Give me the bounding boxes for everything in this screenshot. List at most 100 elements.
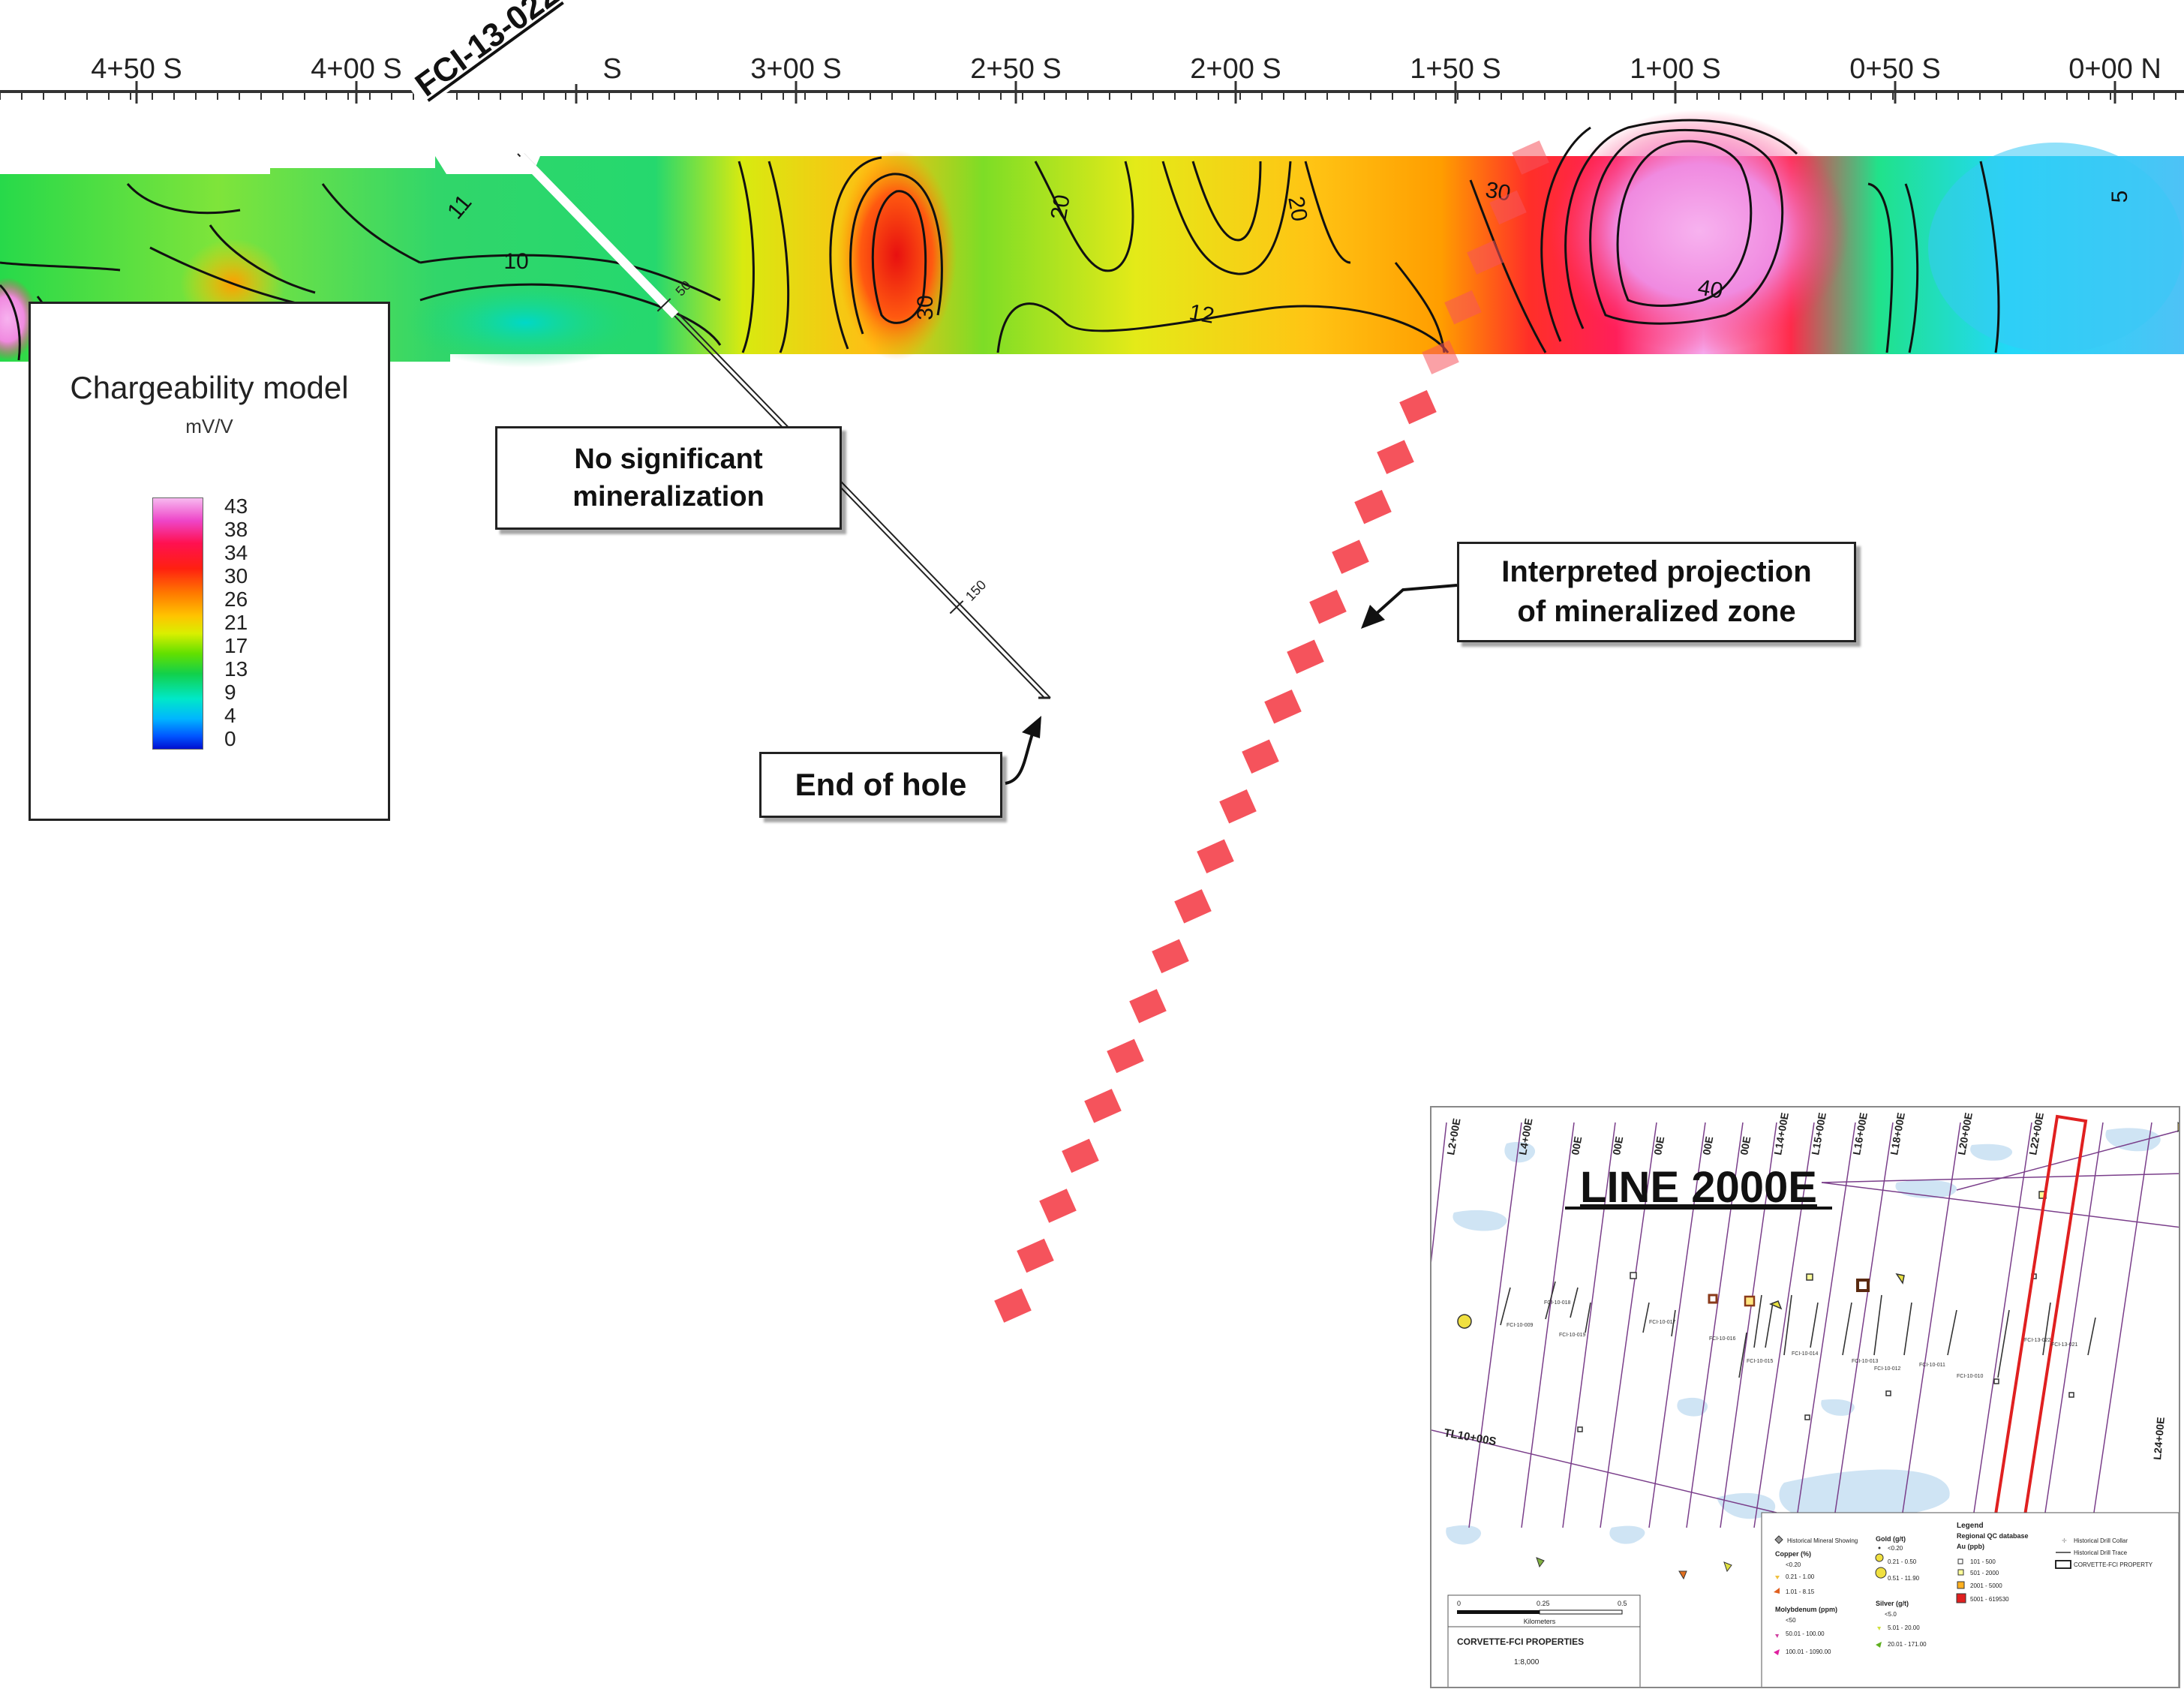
inset-hole-label: FCI-10-016 <box>1709 1336 1736 1342</box>
legend-copper-0: <0.20 <box>1786 1561 1801 1568</box>
station-axis: 4+50 S4+00 S3+50 S3+00 S2+50 S2+00 S1+50… <box>0 45 2184 104</box>
projection-dash <box>1287 639 1324 674</box>
station-label: 4+50 S <box>91 53 182 85</box>
depth-tick <box>656 298 671 312</box>
legend-gold-title: Gold (g/t) <box>1876 1535 1906 1543</box>
inset-hole-label: FCI-10-018 <box>1544 1300 1571 1306</box>
legend-drill-trace: Historical Drill Trace <box>2074 1549 2128 1556</box>
legend-copper-2: 1.01 - 8.15 <box>1786 1588 1815 1595</box>
inset-drill-traces <box>1500 1281 2096 1378</box>
legend-silver-1: 5.01 - 20.00 <box>1888 1624 1920 1631</box>
colorbar-tick-label: 13 <box>224 657 248 681</box>
contour-label: 20 <box>1283 194 1311 224</box>
interpreted-line-1: Interpreted projection <box>1501 555 1812 589</box>
inset-hole-label: FCI-10-017 <box>1649 1320 1676 1325</box>
projection-dash <box>1107 1038 1144 1074</box>
end-of-hole-callout: End of hole <box>759 752 1002 818</box>
inset-hole-label: FCI-10-013 <box>1852 1359 1879 1364</box>
station-label: 1+00 S <box>1630 53 1721 85</box>
legend-gold-0: <0.20 <box>1888 1545 1903 1552</box>
legend-molybdenum-1: 50.01 - 100.00 <box>1786 1630 1825 1637</box>
projection-dash <box>1197 839 1234 874</box>
inset-scale-box: 0 0.25 0.5 Kilometers CORVETTE-FCI PROPE… <box>1447 1594 1641 1687</box>
station-label: 3+00 S <box>750 53 842 85</box>
inset-hole-label: FCI-10-012 <box>1874 1366 1901 1372</box>
legend-au-2: 2001 - 5000 <box>1970 1582 2002 1589</box>
contour-label: 12 <box>1187 299 1216 328</box>
station-label: 1+50 S <box>1410 53 1501 85</box>
inset-line-label: 00E <box>1569 1135 1584 1156</box>
projection-dash <box>1422 340 1459 374</box>
station-label: 2+50 S <box>970 53 1062 85</box>
legend-qc-title: Regional QC database <box>1957 1532 2029 1540</box>
end-of-hole-text: End of hole <box>795 767 967 803</box>
inset-legend-title: Legend <box>1957 1522 1984 1530</box>
colorbar-tick-label: 38 <box>224 518 248 541</box>
projection-dash <box>1399 389 1437 425</box>
legend-au-3: 5001 - 619530 <box>1970 1596 2009 1603</box>
legend-molybdenum-title: Molybdenum (ppm) <box>1775 1606 1837 1613</box>
projection-dash <box>1309 589 1347 624</box>
interpreted-arrow <box>1373 584 1458 617</box>
projection-dash <box>1219 789 1257 824</box>
projection-dash <box>1354 489 1392 524</box>
mineralized-zone-projection <box>994 140 1549 1323</box>
no-mineralization-line-1: No significant <box>574 443 763 475</box>
contour-label: 20 <box>1046 193 1074 222</box>
inset-survey-lines <box>1431 1122 2179 1528</box>
colorbar-tick-label: 4 <box>224 704 236 727</box>
colorbar <box>152 497 203 750</box>
end-of-hole-arrowhead <box>1022 716 1041 738</box>
projection-dash <box>1489 190 1527 225</box>
callout-arrows <box>1005 584 1458 785</box>
interpreted-projection-callout: Interpreted projection of mineralized zo… <box>1457 542 1856 642</box>
inset-hole-label: FCI-10-010 <box>1957 1374 1984 1379</box>
contour-label: 5 <box>2107 191 2132 203</box>
legend-au-0: 101 - 500 <box>1970 1558 1996 1565</box>
legend-gold-1: 0.21 - 0.50 <box>1888 1558 1917 1565</box>
inset-hole-label: FCI-10-015 <box>1747 1359 1774 1364</box>
inset-l24-label: L24+00E <box>2151 1417 2167 1460</box>
projection-dash <box>1264 689 1302 724</box>
legend-silver-title: Silver (g/t) <box>1876 1600 1909 1607</box>
scale-tick-0: 0 <box>1457 1600 1461 1607</box>
projection-dash <box>1129 989 1167 1023</box>
legend-au-1: 501 - 2000 <box>1970 1570 1999 1576</box>
legend-silver-0: <5.0 <box>1885 1611 1897 1618</box>
projection-dash <box>1512 140 1549 175</box>
projection-dash <box>1377 440 1414 474</box>
colorbar-tick-label: 30 <box>224 564 248 588</box>
colorbar-tick-label: 34 <box>224 541 248 564</box>
projection-dash <box>1152 939 1189 974</box>
contour-label: 40 <box>1696 275 1725 303</box>
interpreted-line-2: of mineralized zone <box>1517 595 1796 628</box>
end-of-hole-arrow <box>1005 729 1035 785</box>
inset-line-label: 00E <box>1651 1135 1666 1156</box>
projection-dash <box>1332 539 1369 574</box>
station-label: 4+00 S <box>311 53 402 85</box>
legend-gold-2: 0.51 - 11.90 <box>1888 1575 1920 1582</box>
contour-label: 30 <box>913 295 938 320</box>
legend-copper-1: 0.21 - 1.00 <box>1786 1573 1815 1580</box>
inset-map-scale: 1:8,000 <box>1514 1658 1540 1666</box>
legend-copper-title: Copper (%) <box>1775 1550 1811 1558</box>
colorbar-tick-label: 9 <box>224 681 236 704</box>
legend-mineral-showing: Historical Mineral Showing <box>1787 1537 1858 1544</box>
interpreted-arrowhead <box>1361 605 1385 629</box>
inset-hole-label: FCI-13-021 <box>2051 1342 2078 1348</box>
inset-hole-label: FCI-10-011 <box>1919 1363 1945 1368</box>
station-label: 0+00 N <box>2068 53 2161 85</box>
inset-hole-label: FCI-10-019 <box>1559 1333 1586 1338</box>
depth-label: 150 <box>963 577 989 604</box>
legend-drill-collar: Historical Drill Collar <box>2074 1537 2128 1544</box>
legend-silver-2: 20.01 - 171.00 <box>1888 1641 1927 1648</box>
station-label: 0+50 S <box>1849 53 1941 85</box>
no-mineralization-callout: No significant mineralization <box>495 426 842 530</box>
projection-dash <box>1084 1089 1122 1123</box>
projection-dash <box>1242 739 1279 774</box>
inset-hole-label: FCI-13-022 <box>2024 1338 2051 1343</box>
